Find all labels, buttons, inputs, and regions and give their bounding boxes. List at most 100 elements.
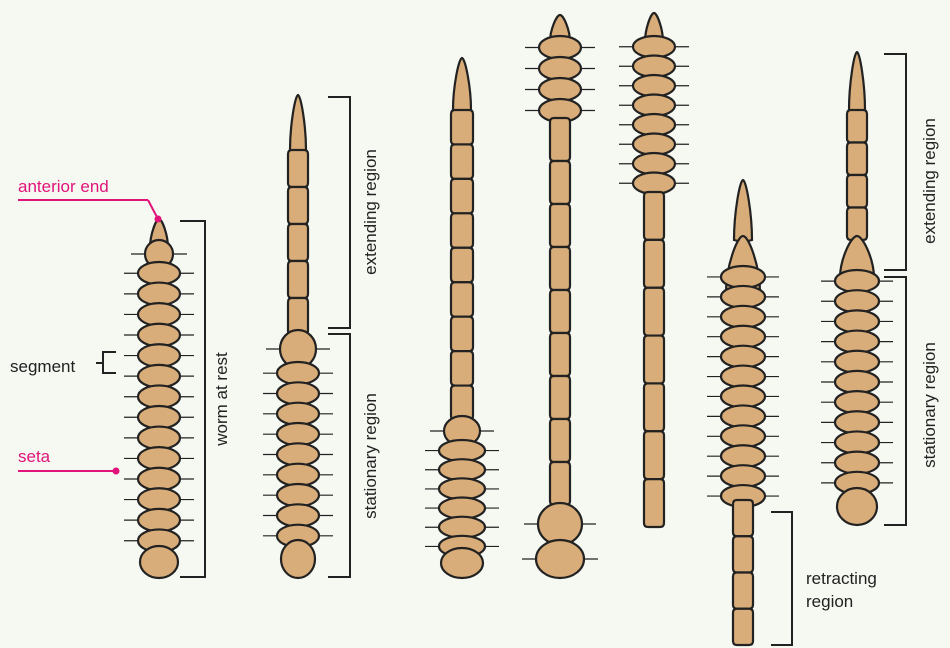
- body-segment: [733, 573, 753, 609]
- worm-at-rest: [124, 219, 194, 578]
- body-segment: [550, 247, 570, 290]
- extending-region-bracket-1: extending region: [328, 97, 380, 328]
- body-segment: [451, 386, 473, 420]
- retracting-region-label-line1: retracting: [806, 569, 877, 588]
- worm-extending-1: [263, 95, 333, 578]
- body-segment: [277, 382, 319, 404]
- anterior-end-marker: [155, 216, 162, 223]
- body-segment: [277, 423, 319, 445]
- body-segment: [138, 344, 180, 367]
- body-segment: [550, 376, 570, 419]
- body-segment: [644, 383, 664, 431]
- body-segment: [536, 540, 584, 578]
- body-segment: [847, 143, 867, 176]
- body-segment: [633, 75, 675, 97]
- body-segment: [847, 110, 867, 143]
- body-segment: [837, 488, 877, 525]
- body-segment: [633, 114, 675, 136]
- body-segment: [539, 57, 581, 80]
- body-segment: [288, 150, 308, 187]
- body-segment: [138, 283, 180, 306]
- body-segment: [835, 351, 879, 373]
- body-segment: [550, 161, 570, 204]
- body-segment: [550, 333, 570, 376]
- body-segment: [451, 179, 473, 213]
- body-segment: [644, 479, 664, 527]
- body-segment: [539, 78, 581, 101]
- body-segment: [721, 286, 765, 308]
- body-segment: [733, 500, 753, 536]
- body-segment: [644, 336, 664, 384]
- body-segment: [633, 95, 675, 117]
- body-segment: [721, 326, 765, 348]
- body-segment: [550, 118, 570, 161]
- body-segment: [138, 303, 180, 326]
- body-segment: [644, 431, 664, 479]
- body-segment: [835, 270, 879, 292]
- body-segment: [277, 484, 319, 506]
- body-segment: [138, 488, 180, 511]
- body-segment: [633, 153, 675, 175]
- body-segment: [721, 386, 765, 408]
- body-segment: [644, 288, 664, 336]
- body-segment: [441, 548, 483, 578]
- body-segment: [439, 478, 485, 499]
- extending-region-label-2: extending region: [920, 118, 939, 244]
- body-segment: [138, 447, 180, 470]
- body-segment: [538, 503, 582, 545]
- body-segment: [733, 609, 753, 645]
- body-segment: [721, 366, 765, 388]
- body-segment: [288, 224, 308, 261]
- worm-drawings: [124, 13, 893, 645]
- retracting-region-label-line2: region: [806, 592, 853, 611]
- body-segment: [835, 452, 879, 474]
- segment-callout: segment: [10, 352, 116, 376]
- body-segment: [835, 371, 879, 393]
- seta-callout: seta: [18, 447, 120, 475]
- body-segment: [847, 175, 867, 208]
- body-segment: [644, 240, 664, 288]
- worm-at-rest-label: worm at rest: [212, 352, 231, 447]
- stationary-region-bracket-1: stationary region: [328, 334, 380, 577]
- body-segment: [138, 509, 180, 532]
- extending-region-bracket-2: extending region: [884, 54, 939, 270]
- body-segment: [277, 443, 319, 465]
- body-segment: [281, 540, 315, 578]
- body-segment: [644, 192, 664, 240]
- body-segment: [721, 465, 765, 487]
- body-segment: [835, 290, 879, 312]
- body-segment: [633, 134, 675, 156]
- body-segment: [835, 331, 879, 353]
- anterior-end-callout: anterior end: [18, 177, 162, 223]
- body-segment: [288, 261, 308, 298]
- body-segment: [138, 406, 180, 429]
- body-segment: [277, 464, 319, 486]
- body-segment: [550, 204, 570, 247]
- body-segment: [835, 431, 879, 453]
- body-segment: [290, 95, 306, 152]
- body-segment: [138, 385, 180, 408]
- body-segment: [835, 310, 879, 332]
- body-segment: [734, 180, 752, 242]
- body-segment: [138, 365, 180, 388]
- retracting-region-bracket: retracting region: [771, 512, 877, 645]
- stationary-region-bracket-2: stationary region: [884, 277, 939, 525]
- body-segment: [277, 403, 319, 425]
- body-segment: [550, 462, 570, 505]
- body-segment: [835, 411, 879, 433]
- seta-marker: [113, 468, 120, 475]
- body-segment: [451, 248, 473, 282]
- worm-at-rest-bracket: worm at rest: [180, 221, 231, 577]
- body-segment: [633, 56, 675, 78]
- body-segment: [140, 546, 178, 578]
- stationary-region-label-1: stationary region: [361, 393, 380, 519]
- body-segment: [288, 187, 308, 224]
- body-segment: [721, 445, 765, 467]
- body-segment: [439, 459, 485, 480]
- worm-retracting-1: [619, 13, 689, 527]
- body-segment: [550, 419, 570, 462]
- body-segment: [550, 290, 570, 333]
- body-segment: [451, 213, 473, 247]
